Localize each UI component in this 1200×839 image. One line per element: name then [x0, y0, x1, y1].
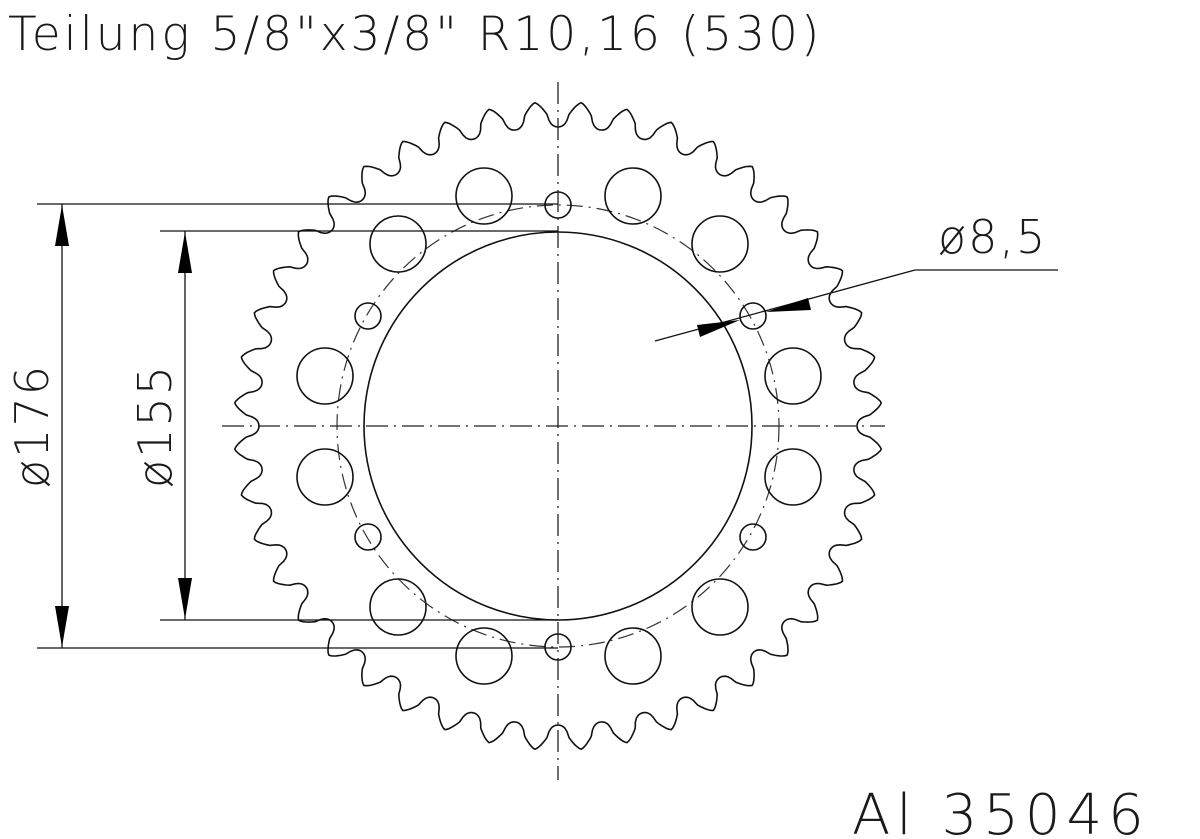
- dimension-label-176: ø176: [5, 364, 59, 488]
- dimension-155: ø155: [128, 230, 558, 621]
- bolt-hole: [354, 302, 382, 330]
- lightening-hole: [369, 215, 427, 273]
- lightening-hole: [455, 627, 513, 685]
- lightening-hole: [455, 167, 513, 225]
- lightening-hole: [296, 347, 354, 405]
- part-number: Al 35046: [852, 783, 1150, 839]
- dimension-label-8-5: ø8,5: [938, 210, 1047, 264]
- arrowhead-right: [697, 320, 740, 337]
- leader-line: [654, 269, 916, 342]
- lightening-hole: [764, 347, 822, 405]
- arrowhead-up: [178, 232, 192, 273]
- bolt-hole: [739, 302, 767, 330]
- bolt-hole: [354, 523, 382, 551]
- dimension-8-5: ø8,5: [654, 210, 1058, 342]
- dimension-176: ø176: [5, 203, 558, 649]
- lightening-hole: [604, 627, 662, 685]
- lightening-hole: [764, 448, 822, 506]
- arrowhead-down: [178, 578, 192, 619]
- lightening-hole: [369, 578, 427, 636]
- lightening-hole: [691, 215, 749, 273]
- pitch-title: Teilung 5/8"x3/8" R10,16 (530): [8, 7, 822, 62]
- dimension-label-155: ø155: [128, 364, 182, 488]
- lightening-hole: [296, 448, 354, 506]
- arrowhead-down: [55, 606, 69, 647]
- lightening-holes: [296, 167, 822, 685]
- arrowhead-up: [55, 205, 69, 246]
- bolt-hole: [739, 523, 767, 551]
- lightening-hole: [604, 167, 662, 225]
- lightening-hole: [691, 578, 749, 636]
- arrowhead-left: [766, 298, 811, 312]
